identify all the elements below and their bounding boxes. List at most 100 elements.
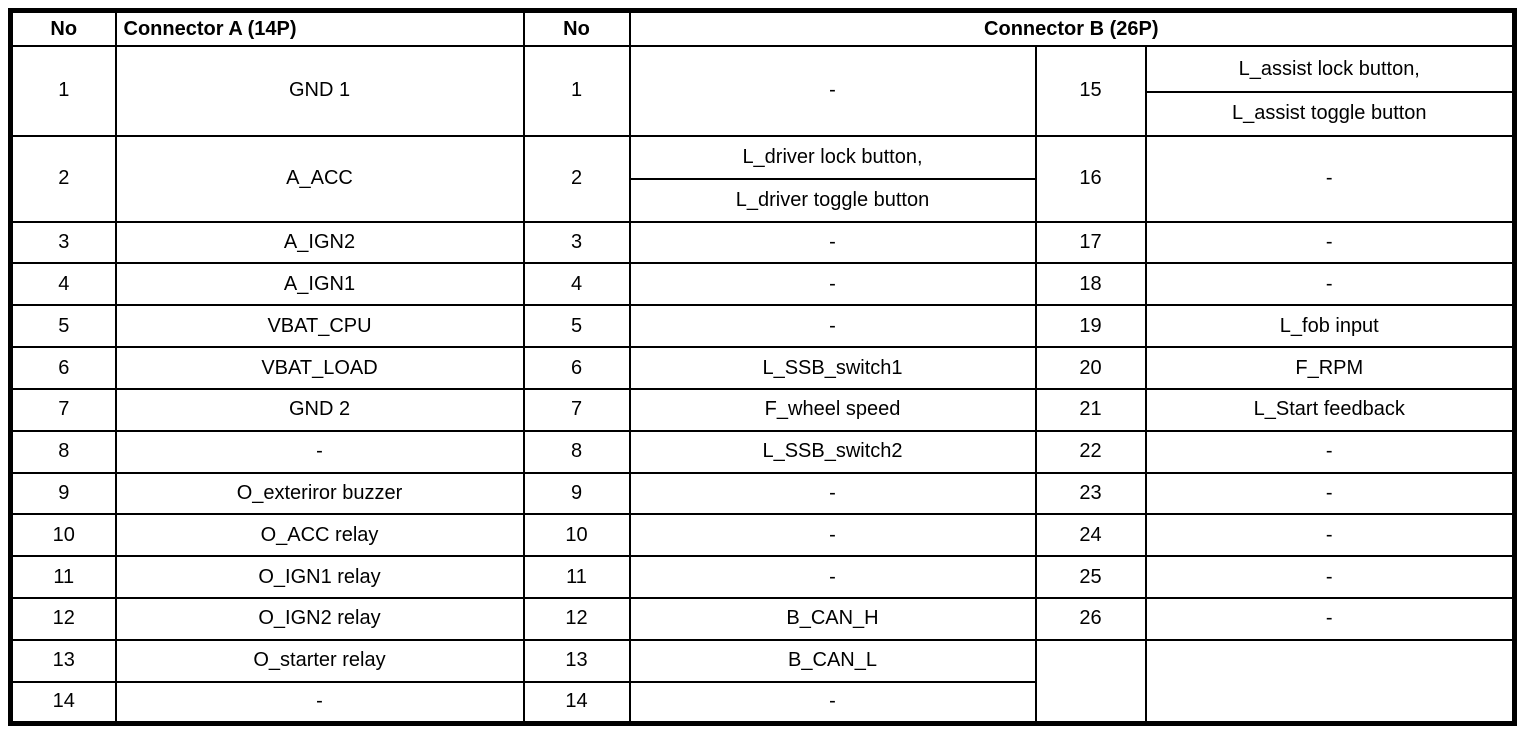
pin-a-12-no: 12 [9,596,117,641]
pin-b-22-no: 22 [1034,429,1147,474]
pin-b-9-no: 9 [522,471,631,516]
pin-a-12-signal: O_IGN2 relay [114,596,525,641]
pin-b-22-signal: - [1144,429,1516,474]
pin-a-6-signal: VBAT_LOAD [114,346,525,390]
pin-b-7-signal: F_wheel speed [628,387,1037,432]
pin-a-2-signal: A_ACC [114,134,525,223]
pin-b-16-no: 16 [1034,134,1147,223]
pin-b-4-no: 4 [522,262,631,307]
table-row: 3 A_IGN2 3 - 17 - [9,220,1516,265]
header-no-b: No [522,9,631,48]
pin-b-19-signal: L_fob input [1144,304,1516,349]
table-row: 1 GND 1 1 - 15 L_assist lock button, [9,45,1516,137]
table-row: L_driver toggle button [11,177,1515,223]
pin-a-11-no: 11 [9,555,117,599]
pin-b-1-signal: - [628,45,1037,137]
pin-b-21-no: 21 [1034,387,1147,432]
pin-a-3-signal: A_IGN2 [114,220,525,265]
table-row: 14 - 14 - [9,680,1515,725]
pin-b-13-no: 13 [522,638,631,683]
pin-b-26-no: 26 [1034,596,1147,641]
pin-b-2-signal-line1: L_driver lock button, [628,134,1037,180]
pin-b-25-no: 25 [1034,555,1147,599]
table-row: 12 O_IGN2 relay 12 B_CAN_H 26 - [9,596,1516,641]
pin-b-8-no: 8 [522,429,631,474]
pin-b-13-signal: B_CAN_L [628,638,1037,683]
pin-b-14-signal: - [628,680,1037,725]
pin-b-11-signal: - [628,555,1037,599]
pin-b-23-signal: - [1144,471,1516,516]
pin-b-24-no: 24 [1034,513,1147,558]
empty-no-cell [1034,638,1147,725]
pin-b-10-no: 10 [522,513,631,558]
pin-b-16-signal: - [1144,134,1516,223]
table-row: 2 A_ACC 2 L_driver lock button, 16 - [9,134,1516,223]
pin-a-4-signal: A_IGN1 [114,262,525,307]
pin-a-10-no: 10 [9,513,117,558]
pin-a-14-signal: - [114,680,525,725]
pin-b-18-no: 18 [1034,262,1147,307]
pin-b-4-signal: - [628,262,1037,307]
pin-a-8-no: 8 [9,429,117,474]
connector-pinout-table: No Connector A (14P) No Connector B (26P… [8,8,1518,726]
empty-signal-cell [1144,638,1516,725]
table-row: 4 A_IGN1 4 - 18 - [9,262,1516,307]
pin-a-5-signal: VBAT_CPU [114,304,525,349]
pin-b-5-no: 5 [522,304,631,349]
pin-b-1-no: 1 [522,45,631,137]
pin-a-4-no: 4 [9,262,117,307]
pin-b-12-signal: B_CAN_H [628,596,1037,641]
pin-a-9-signal: O_exteriror buzzer [114,471,525,516]
pin-b-10-signal: - [628,513,1037,558]
pin-b-26-signal: - [1144,596,1516,641]
table-row: 7 GND 2 7 F_wheel speed 21 L_Start feedb… [9,387,1516,432]
pin-a-14-no: 14 [9,680,117,725]
pin-b-24-signal: - [1144,513,1516,558]
pin-b-9-signal: - [628,471,1037,516]
table-row: 5 VBAT_CPU 5 - 19 L_fob input [9,304,1516,349]
pin-b-14-no: 14 [522,680,631,725]
pin-b-3-signal: - [628,220,1037,265]
pin-b-20-no: 20 [1034,346,1147,390]
pin-b-20-signal: F_RPM [1144,346,1516,390]
pin-b-25-signal: - [1144,555,1516,599]
pin-b-12-no: 12 [522,596,631,641]
pin-b-11-no: 11 [522,555,631,599]
header-no-a: No [9,9,117,48]
pin-b-18-signal: - [1144,262,1516,307]
table-row: 9 O_exteriror buzzer 9 - 23 - [9,471,1516,516]
pin-a-2-no: 2 [9,134,117,223]
pin-a-6-no: 6 [9,346,117,390]
pin-a-13-no: 13 [9,638,117,683]
pin-b-2-no: 2 [522,134,631,223]
pin-b-3-no: 3 [522,220,631,265]
table-row: 13 O_starter relay 13 B_CAN_L [9,638,1516,725]
table-header-row: No Connector A (14P) No Connector B (26P… [9,9,1516,48]
pin-b-15-signal-line2: L_assist toggle button [1144,91,1516,137]
pin-b-2-signal-line2: L_driver toggle button [628,177,1037,223]
pin-a-11-signal: O_IGN1 relay [114,555,525,599]
pin-b-6-signal: L_SSB_switch1 [628,346,1037,390]
pin-b-19-no: 19 [1034,304,1147,349]
pin-a-3-no: 3 [9,220,117,265]
pin-b-15-signal-line1: L_assist lock button, [1144,45,1516,94]
pin-a-9-no: 9 [9,471,117,516]
pin-b-6-no: 6 [522,346,631,390]
pin-a-13-signal: O_starter relay [114,638,525,683]
table-row: 10 O_ACC relay 10 - 24 - [9,513,1516,558]
pin-b-15-no: 15 [1034,45,1147,137]
pin-a-10-signal: O_ACC relay [114,513,525,558]
pin-b-17-no: 17 [1034,220,1147,265]
table-row: L_assist toggle button [11,91,1516,137]
table-row: 11 O_IGN1 relay 11 - 25 - [9,555,1516,599]
pin-a-7-no: 7 [9,387,117,432]
pin-b-23-no: 23 [1034,471,1147,516]
pin-a-5-no: 5 [9,304,117,349]
header-connector-a: Connector A (14P) [114,9,525,48]
pin-b-5-signal: - [628,304,1037,349]
pin-a-1-no: 1 [9,45,117,137]
pin-a-8-signal: - [114,429,525,474]
header-connector-b: Connector B (26P) [628,9,1516,48]
table-row: 6 VBAT_LOAD 6 L_SSB_switch1 20 F_RPM [9,346,1516,390]
